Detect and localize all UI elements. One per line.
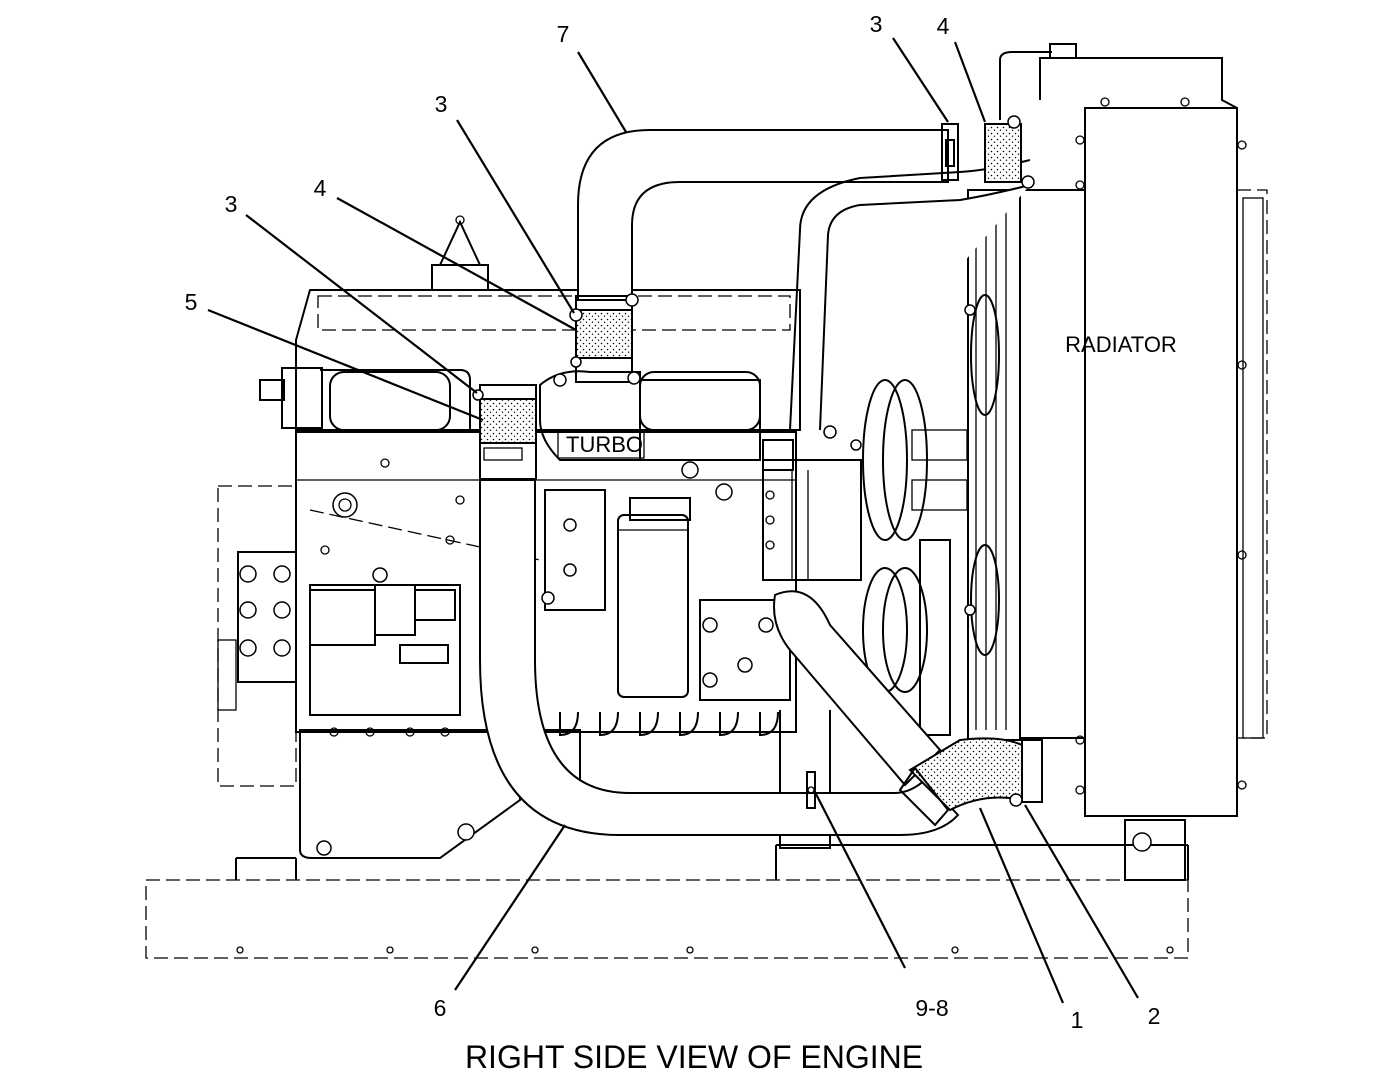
callout-9-8: 9-8 — [915, 995, 948, 1021]
callout-3-upper: 3 — [435, 91, 448, 117]
hose-7-upper — [577, 129, 949, 301]
callout-numbers: 7 3 4 3 4 3 5 6 9-8 1 2 — [185, 11, 1161, 1033]
radiator-label: RADIATOR — [1065, 332, 1177, 357]
upper-radiator-hose — [789, 159, 1031, 431]
callout-7: 7 — [557, 21, 570, 47]
turbo-label: TURBO — [566, 432, 643, 457]
oil-pan — [299, 710, 831, 859]
base-skid — [145, 844, 1189, 959]
callout-3-top-right: 3 — [870, 11, 883, 37]
alternator — [762, 425, 862, 581]
callout-6: 6 — [434, 995, 447, 1021]
crank-pulleys — [862, 379, 968, 736]
callout-4-top-right: 4 — [937, 13, 950, 39]
callout-5: 5 — [185, 289, 198, 315]
coupling-4-upper-right — [941, 115, 1035, 189]
callout-1: 1 — [1071, 1007, 1084, 1033]
callout-2: 2 — [1148, 1003, 1161, 1029]
engine-block — [295, 431, 797, 737]
coupling-5 — [472, 384, 537, 480]
coupling-1 — [898, 737, 1043, 827]
flywheel-housing — [217, 485, 297, 787]
clamp-2 — [1009, 793, 1023, 807]
diagram-title: RIGHT SIDE VIEW OF ENGINE — [465, 1039, 923, 1075]
lower-radiator-hose — [773, 590, 942, 787]
leader-lines — [207, 37, 1139, 1004]
fan-shroud — [964, 189, 1021, 741]
radiator: RADIATOR — [999, 43, 1268, 881]
bracket-9-8 — [806, 771, 816, 809]
valve-cover — [259, 215, 801, 431]
turbocharger — [539, 370, 761, 461]
intake-pipe-6 — [479, 479, 960, 836]
callout-3-left: 3 — [225, 191, 238, 217]
callout-4-middle: 4 — [314, 175, 327, 201]
coupling-4-middle — [569, 293, 641, 385]
